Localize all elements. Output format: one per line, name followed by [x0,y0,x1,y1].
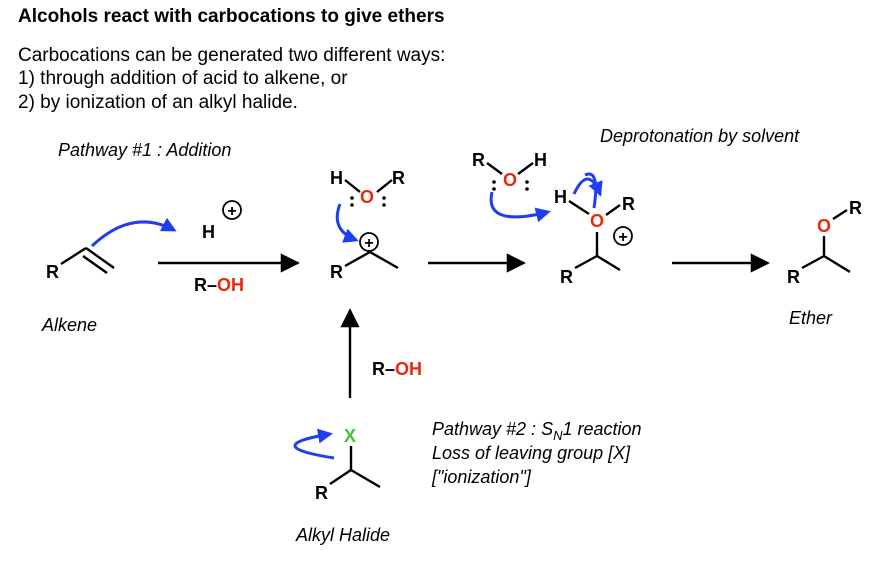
bond [605,204,621,216]
bond [344,179,361,193]
deprotonation-label: Deprotonation by solvent [600,126,800,146]
electron-arrow [90,217,177,248]
positive-charge-icon [222,200,242,220]
ether-label: Ether [789,308,833,328]
positive-charge-icon [359,232,379,252]
atom-h: H [330,168,343,188]
bond [344,250,371,268]
bond [801,254,825,270]
atom-r: R [560,267,573,287]
double-bond [82,255,108,274]
bond [517,162,534,175]
lone-pair-dot [492,187,496,191]
lone-pair-dot [382,203,386,207]
atom-r: R [392,168,405,188]
electron-arrow [335,203,359,243]
pathway-2-label: Pathway #2 : SN1 reaction [432,419,642,443]
atom-o: O [360,187,374,207]
pathway-1-label: Pathway #1 : Addition [58,140,231,160]
charge-symbol: + [364,235,373,252]
positive-charge-icon [613,226,633,246]
page-title: Alcohols react with carbocations to give… [18,6,445,27]
carbocation: R + [330,232,399,282]
ether-product: O R R [787,198,862,287]
leaving-group-label: Loss of leaving group [X] [432,443,631,463]
lone-pair-dot [350,196,354,200]
bond [376,179,393,193]
atom-x: X [344,426,356,446]
atom-h: H [554,187,567,207]
intro-line-3: 2) by ionization of an alkyl halide. [18,92,298,113]
atom-r: R [472,150,485,170]
electron-arrow [293,428,335,460]
double-bond [85,247,115,269]
atom-r: R [787,267,800,287]
atom-h: H [202,222,215,242]
bond [832,208,848,221]
reagent-alcohol: R–OH [194,275,244,295]
bond [596,254,621,272]
bond [574,254,598,270]
alkyl-halide: X R [315,426,381,503]
bond [329,469,352,485]
lone-pair-dot [350,203,354,207]
atom-r: R [622,194,635,214]
atom-r: R [330,262,343,282]
atom-r: R [315,483,328,503]
bond [350,468,381,489]
protonated-ether: H O R + R [554,187,635,287]
atom-o: O [817,216,831,236]
charge-symbol: + [227,203,236,220]
electron-arrow [489,191,551,223]
atom-h: H [534,150,547,170]
bond [369,250,399,270]
bond [823,254,851,274]
deprotonation-arrow [572,177,603,197]
charge-symbol: + [618,229,627,246]
bond [486,162,503,175]
alkene-label: Alkene [41,315,97,335]
atom-r: R [46,262,59,282]
intro-line-1: Carbocations can be generated two differ… [18,45,446,66]
ionization-label: ["ionization"] [431,467,532,487]
lone-pair-dot [525,187,529,191]
alkene-structure: R [46,246,115,282]
reagent-alcohol: R–OH [372,359,422,379]
atom-o: O [590,211,604,231]
alkyl-halide-label: Alkyl Halide [295,525,390,545]
attacking-alcohol: H O R [330,168,405,207]
lone-pair-dot [382,196,386,200]
lone-pair-dot [525,180,529,184]
atom-o: O [503,170,517,190]
intro-line-2: 1) through addition of acid to alkene, o… [18,68,348,89]
bond [568,199,590,216]
lone-pair-dot [492,180,496,184]
bond [60,246,87,266]
solvent-alcohol: R O H [472,150,547,191]
atom-r: R [849,198,862,218]
electron-arrow [584,172,598,209]
